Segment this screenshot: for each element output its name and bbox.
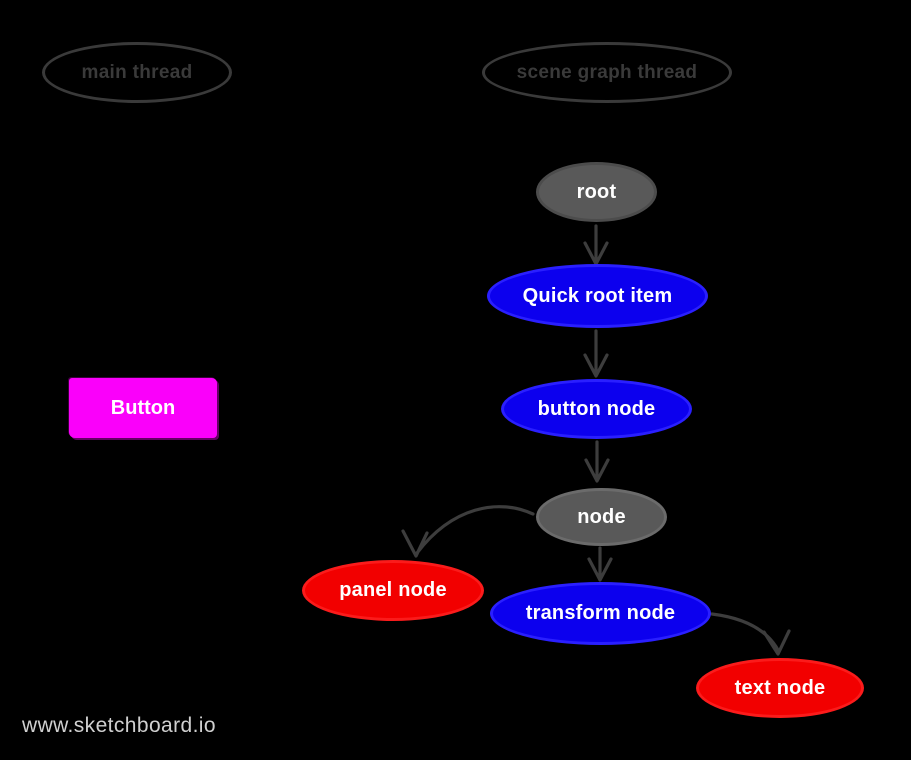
- edge-button-node-to-node[interactable]: [584, 440, 610, 483]
- node-panel-node-label: panel node: [339, 579, 447, 601]
- edge-quick-root-item-to-button-node[interactable]: [583, 329, 609, 378]
- node-text-node-label: text node: [734, 676, 826, 699]
- sketchboard-watermark: www.sketchboard.io: [22, 714, 216, 737]
- node-node[interactable]: node: [536, 488, 667, 546]
- edge-node-to-panel-node[interactable]: [401, 505, 535, 558]
- node-text-node[interactable]: text node: [696, 658, 864, 718]
- node-quick-root-item[interactable]: Quick root item: [487, 264, 708, 328]
- node-transform-node-label: transform node: [525, 602, 676, 624]
- node-button-node[interactable]: button node: [501, 379, 692, 439]
- node-transform-node[interactable]: transform node: [490, 582, 711, 645]
- button-rectangle[interactable]: Button: [69, 378, 217, 438]
- edge-node-to-transform-node[interactable]: [587, 546, 613, 582]
- edge-transform-node-to-text-node[interactable]: [710, 612, 791, 656]
- node-quick-root-item-label: Quick root item: [522, 284, 673, 307]
- main-thread-label: main thread: [81, 61, 193, 83]
- node-root-label: root: [576, 180, 617, 203]
- node-button-node-label: button node: [537, 397, 656, 420]
- main-thread-ellipse[interactable]: main thread: [42, 42, 232, 103]
- button-rectangle-label: Button: [110, 396, 176, 419]
- node-panel-node[interactable]: panel node: [302, 560, 484, 621]
- node-root[interactable]: root: [536, 162, 657, 222]
- scene-graph-thread-label: scene graph thread: [516, 61, 698, 83]
- node-node-label: node: [577, 505, 626, 528]
- scene-graph-thread-ellipse[interactable]: scene graph thread: [482, 42, 732, 103]
- edge-root-to-quick-root-item[interactable]: [583, 224, 609, 266]
